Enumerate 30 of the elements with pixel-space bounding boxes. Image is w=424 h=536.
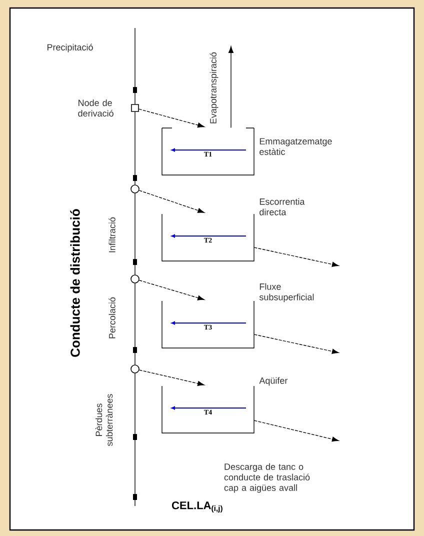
connector-line (133, 28, 137, 104)
junction-symbol (130, 184, 140, 194)
arrow (138, 280, 204, 300)
arrow (138, 370, 204, 386)
arrow (254, 247, 339, 267)
edge-label: Infiltració (108, 217, 116, 252)
node-caption: Escorrentia directa (260, 198, 305, 216)
arrow (254, 334, 339, 354)
axis-title: Conducte de distribució (70, 209, 80, 357)
connector-line (133, 193, 137, 275)
arrow (228, 46, 234, 128)
node-caption: Emmagatzematge estàtic (260, 138, 332, 155)
junction-symbol (131, 104, 139, 112)
cell-title: CEL.LA$_{(i,j)}$ (172, 501, 222, 513)
edge-label: Pèrdues subterrànees (95, 394, 113, 446)
edge-label: Percolació (108, 297, 116, 338)
connector-line (133, 373, 137, 506)
connector-line (133, 283, 137, 365)
arrow (138, 108, 204, 128)
junction-symbol (130, 274, 140, 284)
connector-line (133, 112, 137, 185)
edge-label: Precipitació (47, 44, 93, 52)
arrow (254, 420, 339, 442)
edge-label: Descarga de tanc o conducte de traslació cap a aigües avall (224, 463, 310, 493)
edge-label: Evapotranspiració (210, 52, 218, 124)
junction-symbol (130, 364, 140, 374)
node-caption: Aqüifer (259, 377, 288, 386)
arrow (138, 190, 204, 213)
node-caption: Fluxe subsuperficial (259, 283, 314, 302)
node-caption: Node de derivació (78, 99, 114, 117)
